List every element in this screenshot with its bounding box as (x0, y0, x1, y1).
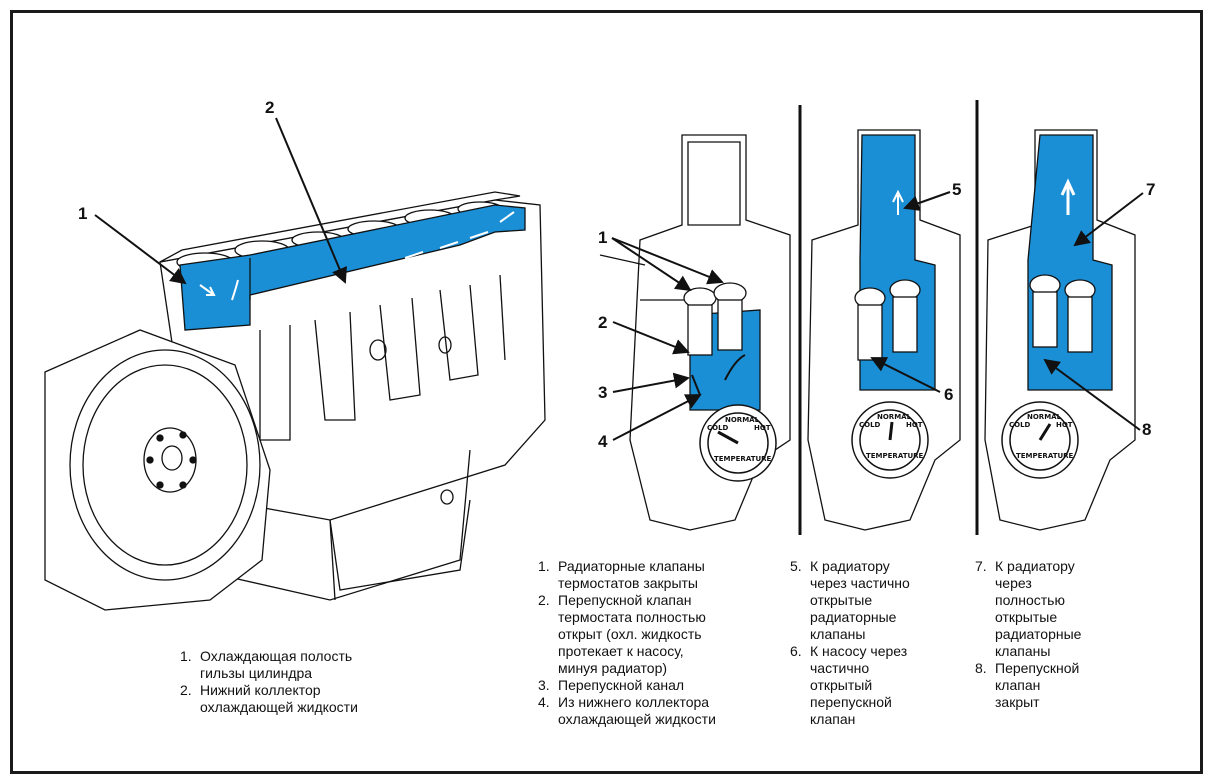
gauge-normal-1: NORMAL (725, 416, 760, 424)
temperature-gauge-1: COLD NORMAL HOT TEMPERATURE (699, 404, 777, 482)
callout-therm-7: 7 (1146, 180, 1156, 199)
caption-col2-item-5: 5.К радиатору через частично открытые ра… (790, 558, 910, 642)
leader-therm-5 (903, 191, 951, 211)
thermostat-valves-2 (854, 279, 921, 361)
leader-therm-7 (1073, 192, 1144, 247)
temperature-gauge-3: COLD NORMAL HOT TEMPERATURE (1001, 401, 1079, 479)
callout-therm-6: 6 (944, 385, 954, 404)
caption-col1-item-3: 3.Перепускной канал (538, 677, 685, 693)
gauge-normal-2: NORMAL (877, 413, 912, 421)
temperature-gauge-2: COLD NORMAL HOT TEMPERATURE (851, 401, 929, 479)
gauge-hot-2: HOT (906, 421, 923, 429)
caption-col1-item-4: 4.Из нижнего коллектора охлаждающей жидк… (538, 694, 716, 727)
caption-col3-item-8: 8.Перепускной клапан закрыт (975, 660, 1080, 710)
gauge-hot-3: HOT (1056, 421, 1073, 429)
gauge-cold-2: COLD (859, 421, 881, 429)
callout-engine-1: 1 (78, 204, 88, 223)
leader-therm-2 (612, 321, 690, 355)
caption-col1-item-1: 1.Радиаторные клапаны термостатов закрыт… (538, 558, 705, 591)
callout-therm-5: 5 (952, 180, 962, 199)
callout-engine-2: 2 (265, 98, 275, 117)
gauge-temperature-3: TEMPERATURE (1016, 452, 1074, 460)
gauge-cold-3: COLD (1009, 421, 1031, 429)
coolant-jacket (179, 204, 526, 331)
caption-engine-item-2: 2.Нижний коллектор охлаждающей жидкости (180, 682, 358, 715)
leader-therm-1a (611, 237, 692, 292)
leader-therm-4 (612, 394, 702, 441)
gauge-temperature-2: TEMPERATURE (866, 452, 924, 460)
gauge-needle-3 (1038, 423, 1052, 441)
gauge-needle-2 (888, 421, 894, 441)
leader-therm-6 (870, 357, 941, 393)
callout-therm-8: 8 (1142, 420, 1152, 439)
gauge-needle-1 (717, 430, 739, 445)
caption-engine-item-1: 1.Охлаждающая полость гильзы цилиндра (180, 648, 353, 681)
engine-illustration (44, 191, 546, 611)
caption-col3: 7.К радиатору через полностью открытые р… (975, 558, 1081, 711)
caption-col2-item-6: 6.К насосу через частично открытый переп… (790, 643, 908, 727)
leader-engine-2 (275, 117, 347, 284)
leader-therm-1b (611, 237, 724, 285)
caption-col3-item-7: 7.К радиатору через полностью открытые р… (975, 558, 1082, 659)
caption-col2: 5.К радиатору через частично открытые ра… (790, 558, 910, 728)
thermostat-valves-3 (1029, 274, 1096, 353)
callout-therm-4: 4 (598, 432, 608, 451)
callout-therm-3: 3 (598, 383, 608, 402)
gauge-cold-1: COLD (707, 424, 729, 432)
thermostat-valves-1 (683, 282, 747, 356)
caption-engine: 1.Охлаждающая полость гильзы цилиндра 2.… (180, 648, 358, 716)
caption-col1: 1.Радиаторные клапаны термостатов закрыт… (538, 558, 716, 728)
caption-col1-item-2: 2.Перепускной клапан термостата полность… (538, 592, 706, 676)
leader-therm-3 (612, 372, 690, 393)
callout-therm-2: 2 (598, 313, 608, 332)
callout-therm-1: 1 (598, 228, 608, 247)
gauge-hot-1: HOT (754, 424, 771, 432)
gauge-temperature-1: TEMPERATURE (714, 455, 772, 463)
leader-therm-8 (1043, 358, 1141, 431)
gauge-normal-3: NORMAL (1027, 413, 1062, 421)
leader-engine-1 (94, 214, 187, 285)
